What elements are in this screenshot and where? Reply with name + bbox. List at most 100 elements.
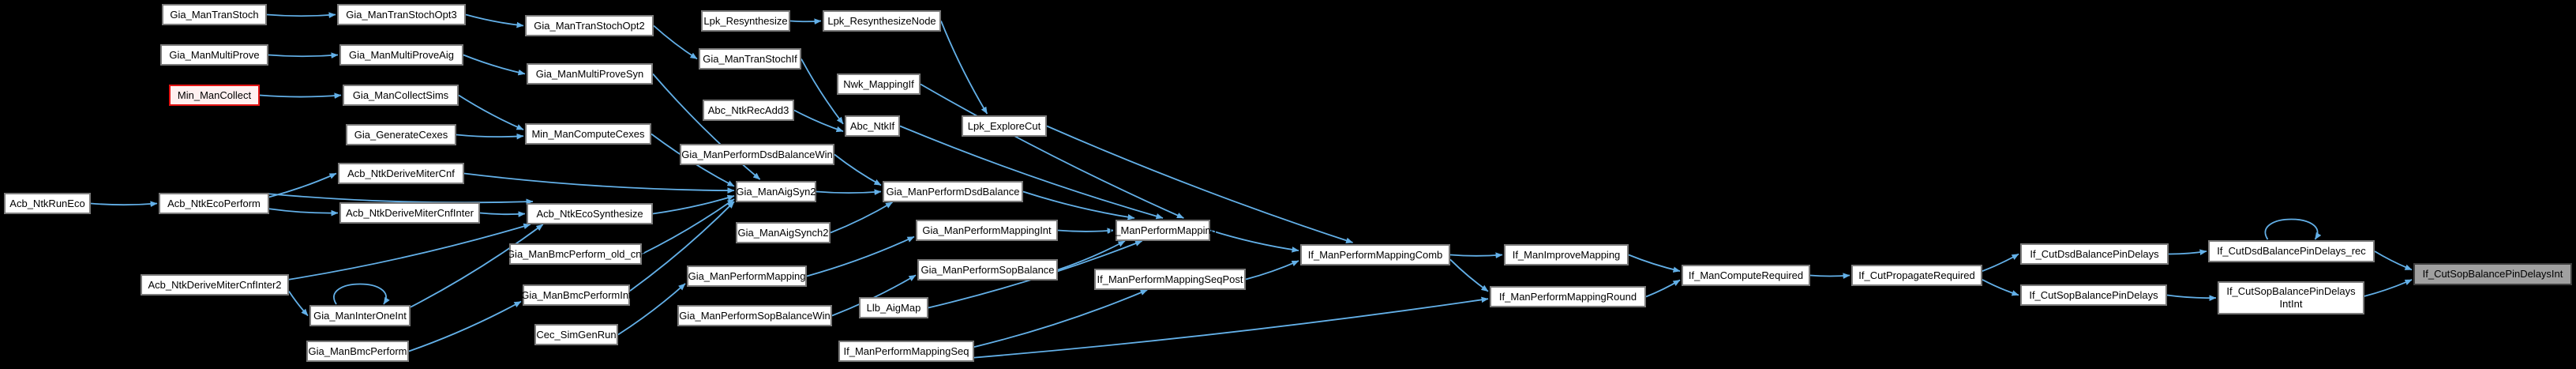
edge-if-mancomputerequired-to-if-cutpropagaterequired (1809, 273, 1850, 279)
node-gia-mantranstochopt2[interactable]: Gia_ManTranStochOpt2 (525, 15, 654, 36)
node-gia-manbmcperform-old-cnf[interactable]: Gia_ManBmcPerform_old_cnf (506, 243, 645, 265)
node-min-mancollect[interactable]: Min_ManCollect (169, 85, 260, 106)
edge-min-mancollect-to-gia-mancollectsims (259, 92, 342, 99)
node-label: Acb_NtkDeriveMiterCnfInter (346, 206, 474, 219)
node-gia-manperformsopbalance[interactable]: Gia_ManPerformSopBalance (917, 259, 1058, 281)
node-label: If_ManPerformMappingSeqPost (1097, 273, 1243, 285)
edge-lpk-resynthesize-to-lpk-resynthesizenode (789, 18, 822, 24)
node-acb-ntkderivemitercnfinter2[interactable]: Acb_NtkDeriveMiterCnfInter2 (141, 274, 289, 296)
node-label: Gia_ManTranStochOpt2 (534, 19, 645, 32)
edge-if-cutsopbalancepindelays-to-if-cutsopbalancepindelaysintint (2166, 294, 2217, 301)
node-label: If_ManPerformMappingComb (1307, 248, 1443, 261)
node-label: Gia_ManPerformSopBalanceWin (679, 309, 831, 322)
edge-gia-manperformsopbalance-to-if-manperformmapping (1057, 240, 1126, 271)
node-gia-manbmcperform[interactable]: Gia_ManBmcPerform (306, 341, 409, 362)
edge-if-manperformmapping-to-if-manperformmappingcomb (1209, 229, 1299, 253)
node-gia-manmultiproveaig[interactable]: Gia_ManMultiProveAig (339, 44, 463, 66)
node-label: If_ManPerformMappingSeq (843, 345, 969, 357)
edge-acb-ntkruneco-to-acb-ntkecoperform (90, 201, 158, 207)
node-if-mancomputerequired[interactable]: If_ManComputeRequired (1682, 265, 1810, 286)
node-acb-ntkruneco[interactable]: Acb_NtkRunEco (4, 193, 91, 214)
node-label: If_CutSopBalancePinDelays (2029, 288, 2158, 301)
node-gia-manbmcperformint[interactable]: Gia_ManBmcPerformInt (521, 284, 632, 306)
node-gia-manperformmappingint[interactable]: Gia_ManPerformMappingInt (916, 220, 1058, 241)
node-gia-manperformmapping[interactable]: Gia_ManPerformMapping (687, 265, 807, 287)
node-if-manperformmappinground[interactable]: If_ManPerformMappingRound (1490, 286, 1646, 307)
node-acb-ntkderivemitercnfinter[interactable]: Acb_NtkDeriveMiterCnfInter (339, 202, 480, 224)
edge-gia-mantranstoch-to-gia-mantranstochopt3 (266, 12, 336, 18)
edge-gia-manbmcperformint-to-gia-manaigsyn2 (629, 201, 735, 292)
node-label: Min_ManCollect (177, 88, 252, 101)
node-if-cutdsdbalancepindelays[interactable]: If_CutDsdBalancePinDelays (2020, 243, 2169, 265)
node-gia-mantranstochif[interactable]: Gia_ManTranStochIf (699, 48, 801, 70)
node-if-cutsopbalancepindelaysintint[interactable]: If_CutSopBalancePinDelays IntInt (2218, 281, 2364, 314)
edge-if-cutdsdbalancepindelays-rec-to-if-cutsopbalancepindelaysint (2374, 250, 2413, 271)
node-if-manperformmappingcomb[interactable]: If_ManPerformMappingComb (1300, 244, 1450, 265)
node-label: If_ManComputeRequired (1688, 269, 1804, 281)
node-label: Gia_ManBmcPerform_old_cnf (506, 247, 645, 260)
node-gia-manperformdsdbalance[interactable]: Gia_ManPerformDsdBalance (883, 181, 1023, 202)
node-lpk-resynthesizenode[interactable]: Lpk_ResynthesizeNode (823, 10, 941, 32)
node-gia-manmultiprove[interactable]: Gia_ManMultiProve (160, 44, 268, 66)
node-label: Gia_ManTranStochOpt3 (346, 8, 457, 21)
node-nwk-mappingif[interactable]: Nwk_MappingIf (837, 73, 921, 95)
edge-abc-ntkrecadd3-to-abc-ntkif (793, 109, 844, 133)
node-label: Acb_NtkDeriveMiterCnf (347, 167, 455, 179)
node-cec-simgenrun[interactable]: Cec_SimGenRun (534, 324, 618, 345)
node-label: If_CutDsdBalancePinDelays_rec (2217, 245, 2366, 258)
node-if-cutdsdbalancepindelays-rec[interactable]: If_CutDsdBalancePinDelays_rec (2208, 240, 2375, 262)
edge-if-cutpropagaterequired-to-if-cutsopbalancepindelays (1982, 279, 2019, 296)
edge-gia-manaigsynch2-to-gia-manperformdsdbalance (830, 201, 893, 234)
edge-acb-ntkecosynthesize-to-gia-manaigsyn2 (652, 194, 735, 215)
edge-gia-manperformsopbalancewin-to-gia-manperformsopbalance (831, 274, 917, 317)
node-if-manperformmappingseq[interactable]: If_ManPerformMappingSeq (838, 341, 974, 362)
node-abc-ntkif[interactable]: Abc_NtkIf (845, 115, 900, 137)
node-gia-manperformdsdbalancewin[interactable]: Gia_ManPerformDsdBalanceWin (680, 144, 834, 165)
node-lpk-explorecut[interactable]: Lpk_ExploreCut (962, 115, 1047, 137)
node-gia-generatecexes[interactable]: Gia_GenerateCexes (346, 124, 456, 145)
node-label: If_CutSopBalancePinDelays IntInt (2226, 285, 2356, 310)
node-gia-mantranstoch[interactable]: Gia_ManTranStoch (162, 4, 267, 25)
node-gia-mancollectsims[interactable]: Gia_ManCollectSims (343, 85, 459, 106)
node-label: Gia_ManTranStoch (170, 8, 259, 21)
node-label: Gia_ManMultiProveSyn (535, 67, 644, 80)
node-label: Gia_ManPerformDsdBalance (886, 185, 1020, 198)
node-gia-manaigsynch2[interactable]: Gia_ManAigSynch2 (736, 222, 831, 243)
edge-if-manperformmappingseq-to-if-manperformmappingseqpost (973, 289, 1148, 348)
node-abc-ntkrecadd3[interactable]: Abc_NtkRecAdd3 (703, 100, 794, 121)
node-label: Acb_NtkEcoPerform (167, 197, 261, 209)
edge-gia-generatecexes-to-min-mancomputecexes (456, 133, 524, 140)
edge-gia-mantranstochopt3-to-gia-mantranstochopt2 (465, 13, 524, 28)
edge-gia-mantranstochif-to-abc-ntkif (801, 58, 844, 125)
node-label: Gia_ManAigSyn2 (736, 185, 816, 198)
node-gia-manaigsyn2[interactable]: Gia_ManAigSyn2 (736, 181, 816, 202)
node-if-manimprovemapping[interactable]: If_ManImproveMapping (1504, 244, 1629, 265)
node-acb-ntkecosynthesize[interactable]: Acb_NtkEcoSynthesize (527, 203, 653, 224)
node-label: If_CutSopBalancePinDelaysInt (2422, 268, 2563, 281)
edge-gia-mantranstochopt2-to-gia-mantranstochif (653, 24, 698, 60)
node-min-mancomputecexes[interactable]: Min_ManComputeCexes (525, 123, 651, 145)
node-label: Gia_ManCollectSims (352, 88, 449, 101)
node-label: Acb_NtkEcoSynthesize (536, 207, 643, 220)
edge-acb-ntkderivemitercnf-to-gia-manaigsyn2 (463, 172, 735, 194)
node-gia-maninteroneint[interactable]: Gia_ManInterOneInt (309, 305, 411, 326)
node-gia-manmultiprovesyn[interactable]: Gia_ManMultiProveSyn (527, 63, 653, 85)
node-lpk-resynthesize[interactable]: Lpk_Resynthesize (701, 10, 790, 32)
node-acb-ntkecoperform[interactable]: Acb_NtkEcoPerform (159, 193, 269, 214)
node-gia-manperformsopbalancewin[interactable]: Gia_ManPerformSopBalanceWin (677, 305, 832, 326)
edge-acb-ntkecoperform-to-acb-ntkecosynthesize (268, 193, 534, 205)
edge-cec-simgenrun-to-gia-manperformmapping (617, 283, 686, 336)
node-label: Gia_ManPerformMapping (688, 269, 806, 282)
edge-acb-ntkderivemitercnfinter-to-acb-ntkecosynthesize (479, 211, 526, 217)
node-label: If_ManPerformMapping (1109, 224, 1217, 236)
node-if-cutpropagaterequired[interactable]: If_CutPropagateRequired (1851, 265, 1982, 286)
node-llb-aigmap[interactable]: Llb_AigMap (859, 297, 928, 318)
edge-if-cutsopbalancepindelaysintint-to-if-cutsopbalancepindelaysint (2364, 279, 2413, 297)
node-if-manperformmappingseqpost[interactable]: If_ManPerformMappingSeqPost (1094, 269, 1246, 290)
node-acb-ntkderivemitercnf[interactable]: Acb_NtkDeriveMiterCnf (338, 163, 464, 184)
node-if-manperformmapping[interactable]: If_ManPerformMapping (1109, 220, 1217, 241)
node-label: Lpk_ResynthesizeNode (827, 14, 936, 27)
node-gia-mantranstochopt3[interactable]: Gia_ManTranStochOpt3 (337, 4, 466, 25)
node-if-cutsopbalancepindelays[interactable]: If_CutSopBalancePinDelays (2020, 284, 2167, 306)
